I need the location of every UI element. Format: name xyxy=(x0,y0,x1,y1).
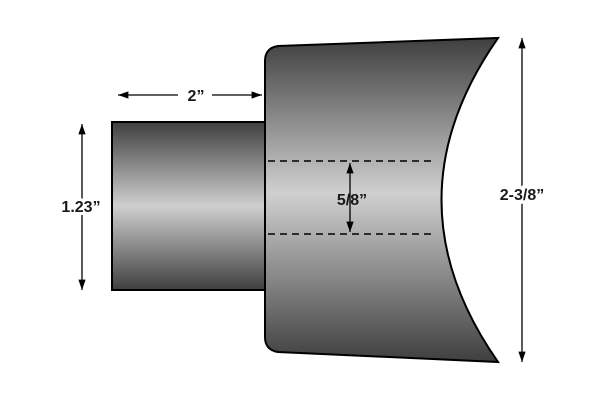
shank-diameter-label: 1.23” xyxy=(61,199,100,216)
head-body xyxy=(264,36,500,364)
head-diameter-label: 2-3/8” xyxy=(500,187,544,204)
shank-body xyxy=(111,121,269,291)
bore-diameter-label: 5/8” xyxy=(337,192,367,209)
shank-length-label: 2” xyxy=(188,88,205,105)
